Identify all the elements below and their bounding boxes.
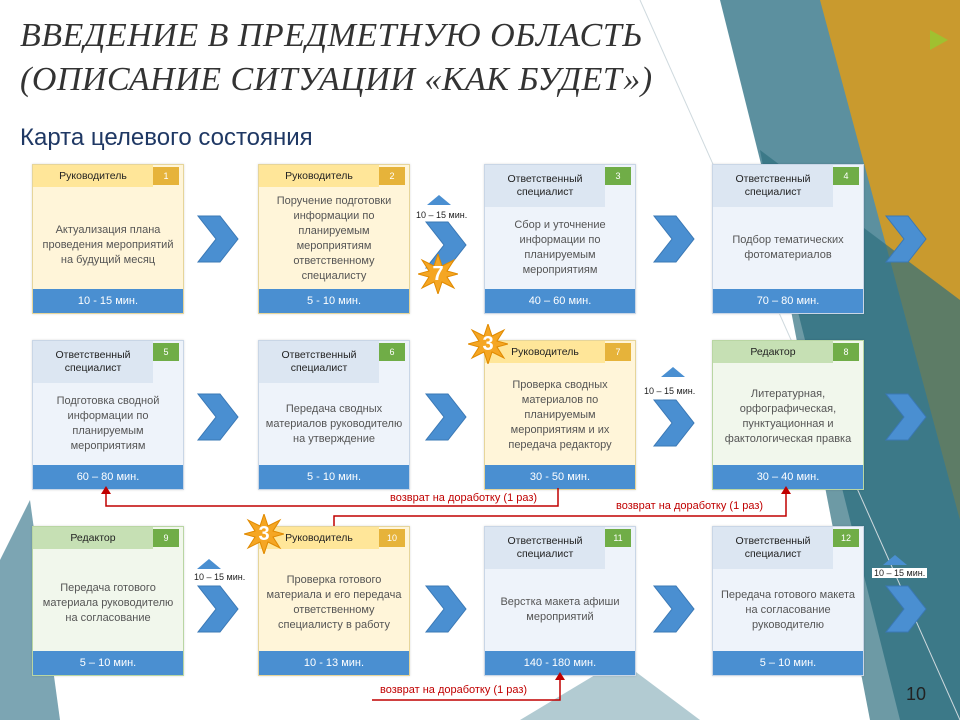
process-card-3: Ответственный специалист 3 Сбор и уточне… (484, 164, 636, 314)
return-label: возврат на доработку (1 раз) (378, 684, 530, 696)
wait-time-label: 10 – 15 мин. (642, 386, 698, 396)
flow-chevron-icon (652, 215, 695, 263)
process-card-1: Руководитель 1 Актуализация плана провед… (32, 164, 184, 314)
card-role: Ответственный специалист (713, 165, 833, 207)
card-role: Руководитель (33, 165, 153, 187)
card-time: 5 - 10 мин. (259, 465, 409, 489)
card-time: 30 - 50 мин. (485, 465, 635, 489)
process-card-7: Руководитель 7 Проверка сводных материал… (484, 340, 636, 490)
card-time: 5 - 10 мин. (259, 289, 409, 313)
burst-star-icon (418, 254, 458, 294)
burst-star-icon (244, 514, 284, 554)
card-role: Ответственный специалист (33, 341, 153, 383)
card-time: 5 – 10 мин. (33, 651, 183, 675)
card-description: Сбор и уточнение информации по планируем… (514, 219, 606, 276)
wait-triangle-icon (197, 559, 221, 569)
flow-chevron-icon (424, 585, 467, 633)
flow-chevron-icon (884, 393, 927, 441)
flow-chevron-icon (652, 585, 695, 633)
process-card-5: Ответственный специалист 5 Подготовка св… (32, 340, 184, 490)
process-card-10: Руководитель 10 Проверка готового матери… (258, 526, 410, 676)
card-number: 10 (379, 529, 405, 547)
process-card-12: Ответственный специалист 12 Передача гот… (712, 526, 864, 676)
process-card-9: Редактор 9 Передача готового материала р… (32, 526, 184, 676)
page-title: ВВЕДЕНИЕ В ПРЕДМЕТНУЮ ОБЛАСТЬ (ОПИСАНИЕ … (20, 14, 780, 102)
card-role: Ответственный специалист (713, 527, 833, 569)
flow-chevron-icon (652, 399, 695, 447)
wait-triangle-icon (427, 195, 451, 205)
card-description: Проверка сводных материалов по планируем… (508, 378, 612, 451)
card-number: 2 (379, 167, 405, 185)
flow-chevron-icon (196, 215, 239, 263)
card-time: 70 – 80 мин. (713, 289, 863, 313)
page-subtitle: Карта целевого состояния (20, 124, 313, 151)
card-role: Руководитель (485, 341, 605, 363)
card-number: 12 (833, 529, 859, 547)
card-number: 6 (379, 343, 405, 361)
card-description: Передача готового макета на согласование… (720, 588, 856, 631)
star-count: 3 (258, 522, 270, 545)
flow-chevron-icon (196, 393, 239, 441)
return-label: возврат на доработку (1 раз) (388, 492, 540, 504)
process-card-11: Ответственный специалист 11 Верстка маке… (484, 526, 636, 676)
flow-chevron-icon (884, 215, 927, 263)
card-time: 10 - 15 мин. (33, 289, 183, 313)
title-line-1: ВВЕДЕНИЕ В ПРЕДМЕТНУЮ ОБЛАСТЬ (20, 17, 643, 54)
process-card-4: Ответственный специалист 4 Подбор темати… (712, 164, 864, 314)
card-role: Редактор (33, 527, 153, 549)
card-description: Верстка макета афиши мероприятий (500, 596, 620, 623)
star-count: 3 (482, 332, 494, 355)
card-time: 30 – 40 мин. (713, 465, 863, 489)
card-role: Руководитель (259, 527, 379, 549)
card-description: Подготовка сводной информации по планиру… (56, 395, 160, 452)
card-description: Актуализация плана проведения мероприяти… (42, 223, 174, 266)
return-label: возврат на доработку (1 раз) (614, 500, 766, 512)
card-number: 8 (833, 343, 859, 361)
card-number: 5 (153, 343, 179, 361)
page-number: 10 (906, 684, 927, 704)
card-time: 60 – 80 мин. (33, 465, 183, 489)
card-role: Ответственный специалист (485, 527, 605, 569)
burst-star-icon (468, 324, 508, 364)
card-role: Редактор (713, 341, 833, 363)
card-number: 3 (605, 167, 631, 185)
card-description: Передача готового материала руководителю… (42, 581, 174, 624)
wait-time-label: 10 – 15 мин. (872, 568, 928, 578)
card-description: Проверка готового материала и его переда… (266, 574, 402, 631)
card-time: 5 – 10 мин. (713, 651, 863, 675)
card-number: 11 (605, 529, 631, 547)
card-time: 10 - 13 мин. (259, 651, 409, 675)
card-description: Передача сводных материалов руководителю… (265, 402, 403, 445)
card-number: 4 (833, 167, 859, 185)
flow-chevron-icon (884, 585, 927, 633)
flow-chevron-icon (424, 393, 467, 441)
card-role: Ответственный специалист (485, 165, 605, 207)
card-description: Поручение подготовки информации по плани… (276, 195, 392, 282)
process-card-2: Руководитель 2 Поручение подготовки инфо… (258, 164, 410, 314)
wait-time-label: 10 – 15 мин. (192, 572, 248, 582)
flow-chevron-icon (196, 585, 239, 633)
card-description: Подбор тематических фотоматериалов (732, 234, 844, 261)
card-number: 7 (605, 343, 631, 361)
wait-triangle-icon (661, 367, 685, 377)
card-time: 40 – 60 мин. (485, 289, 635, 313)
card-role: Ответственный специалист (259, 341, 379, 383)
star-count: 7 (432, 262, 444, 285)
process-card-6: Ответственный специалист 6 Передача свод… (258, 340, 410, 490)
title-line-2: (ОПИСАНИЕ СИТУАЦИИ «КАК БУДЕТ») (20, 61, 653, 98)
process-card-8: Редактор 8 Литературная, орфографическая… (712, 340, 864, 490)
card-role: Руководитель (259, 165, 379, 187)
wait-triangle-icon (883, 555, 907, 565)
card-time: 140 - 180 мин. (485, 651, 635, 675)
card-number: 1 (153, 167, 179, 185)
card-description: Литературная, орфографическая, пунктуаци… (724, 388, 852, 445)
wait-time-label: 10 – 15 мин. (414, 210, 470, 220)
card-number: 9 (153, 529, 179, 547)
